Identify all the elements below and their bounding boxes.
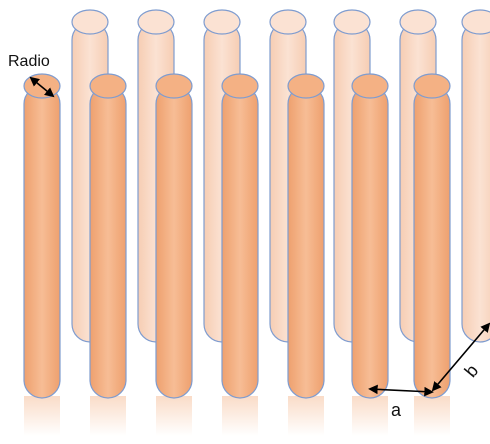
front-rod xyxy=(287,73,325,399)
back-rod xyxy=(461,9,490,343)
lattice-a-label: a xyxy=(391,400,402,420)
front-rod xyxy=(351,73,389,399)
lattice-a-arrow xyxy=(368,384,434,397)
front-rod xyxy=(413,73,451,399)
front-row-rods xyxy=(23,73,451,399)
front-rod xyxy=(221,73,259,399)
floor-shadows xyxy=(24,396,450,436)
lattice-b-arrow xyxy=(431,322,490,392)
front-rod xyxy=(155,73,193,399)
front-rod xyxy=(89,73,127,399)
radius-label: Radio xyxy=(8,53,50,70)
front-rod xyxy=(23,73,61,399)
lattice-b-label: b xyxy=(460,360,482,381)
radius-arrow xyxy=(29,76,55,98)
